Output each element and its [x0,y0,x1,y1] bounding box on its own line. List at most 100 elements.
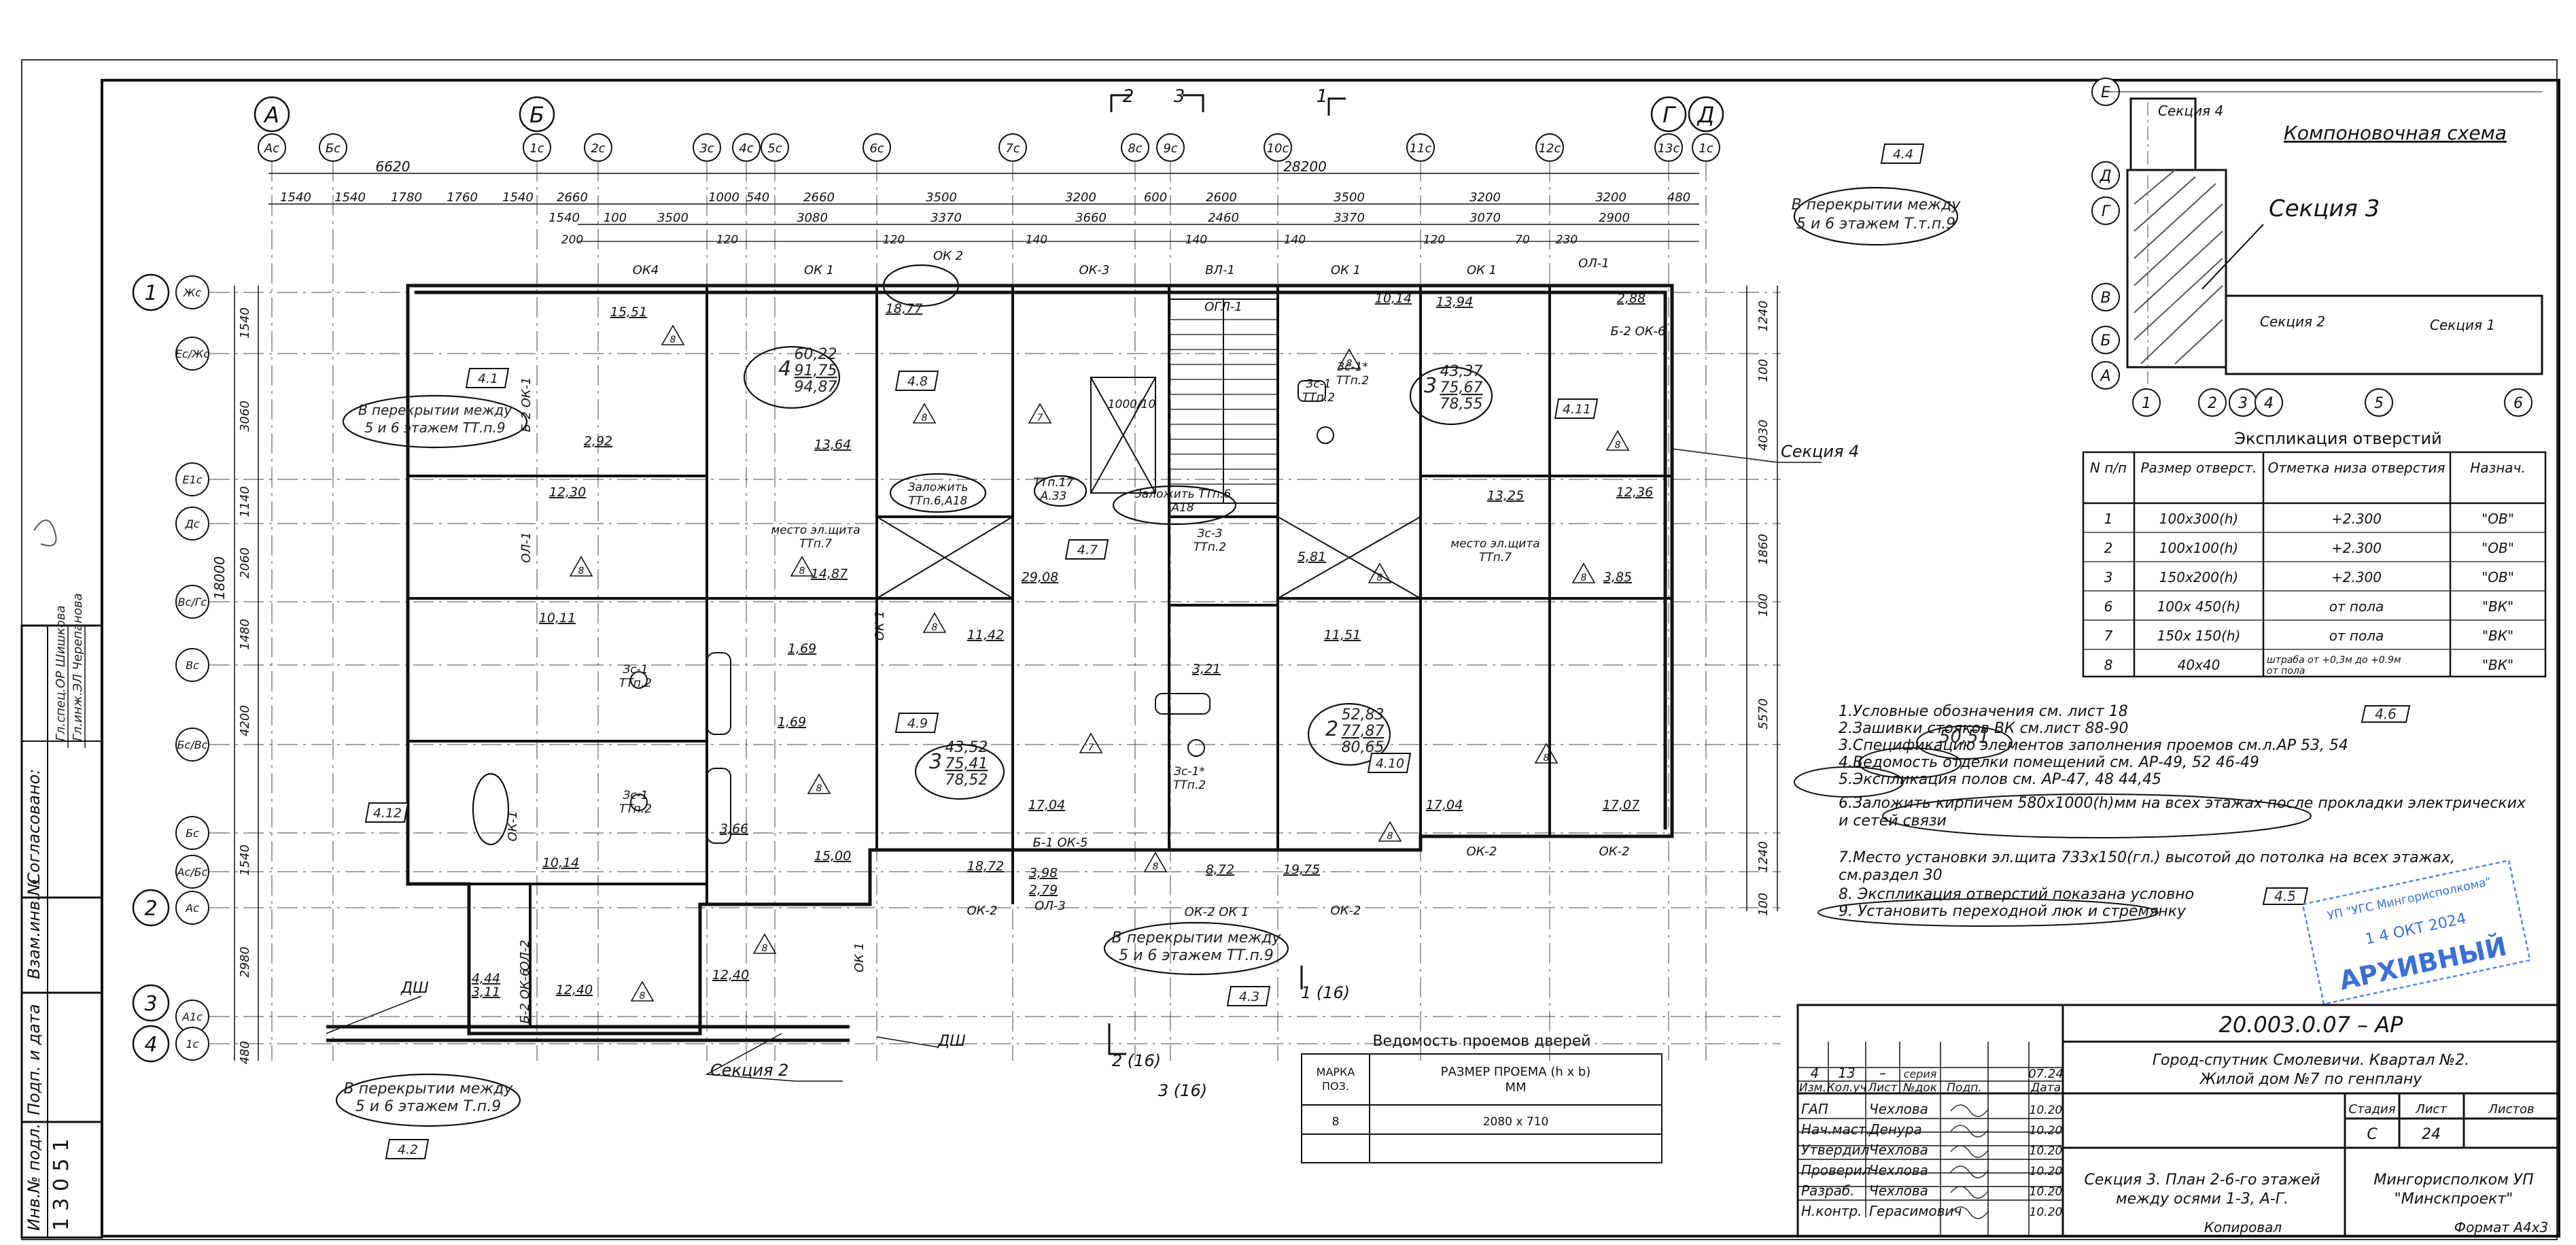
room-area: 13,25 [1487,488,1524,503]
floor-mark [807,773,831,794]
signer-2: Гл.инж.ЭЛ Черепанова [71,593,85,741]
svg-text:8: 8 [670,335,676,345]
svg-text:8: 8 [640,991,646,1002]
tb-signer-name: Чехлова [1869,1182,1928,1199]
window-label: Б-2 ОК-6 [1611,324,1666,339]
callout-tag [465,368,510,388]
callout-tag [894,713,939,733]
kp-axis [2255,388,2283,417]
svg-text:Стадия: Стадия [2348,1102,2395,1116]
tb-col-header: Кол.уч [1827,1081,1867,1095]
tb-signer-role: Утвердил [1801,1142,1869,1158]
apartment-number: 3 [929,750,942,774]
signer-1: Гл.спец.ОР Шишкова [54,605,68,741]
svg-text:Секция 1: Секция 1 [2430,317,2495,333]
svg-text:ТТп.2: ТТп.2 [1194,541,1226,554]
note-line: 4.Ведомость отделки помещений см. АР-49,… [1839,754,2259,771]
inv-number: 13051 [50,1132,73,1231]
dim-value: 2900 [1599,211,1630,225]
window-label: ОК-3 [1079,263,1110,277]
svg-text:Жилой дом №7 по генплану: Жилой дом №7 по генплану [2199,1071,2423,1088]
tb-signer-role: Разраб. [1801,1182,1855,1199]
opening-row: 1 [2104,511,2113,527]
window-label: ОК4 [633,263,659,277]
sign-date-label: Подп. и дата [24,1004,43,1116]
svg-text:43,37: 43,37 [1440,363,1483,380]
note-line: 1.Условные обозначения см. лист 18 [1839,703,2128,720]
axis-label: 2с [591,141,605,156]
general-notes: 1.Условные обозначения см. лист 182.Заши… [1839,703,2526,920]
floor-mark [569,556,593,577]
callout-tag [1880,143,1925,164]
svg-text:5 и 6 этажем Т.п.9: 5 и 6 этажем Т.п.9 [355,1098,501,1115]
svg-text:60,22: 60,22 [795,346,837,363]
svg-text:94,87: 94,87 [795,379,837,396]
plan-label: место эл.щита [1450,537,1539,551]
axis-label: 3с [699,141,714,156]
grid-lines-vertical [271,161,1707,1061]
apartment-number: 2 [1325,717,1338,741]
callout-tag [894,371,939,391]
dim-value: 3070 [1469,211,1501,225]
plan-label: место эл.щита [771,524,860,537]
svg-text:8: 8 [1387,831,1393,842]
window-label: ОК-2 ОК 1 [1185,905,1249,919]
callout-tag [1064,539,1109,560]
window-label: ОК-2 [967,904,998,918]
axis-label: 7с [1005,141,1020,156]
dim-value: 2460 [1208,211,1239,225]
axis-bubble [175,1027,209,1061]
svg-text:40x40: 40x40 [2178,657,2221,673]
svg-text:2 (16): 2 (16) [1112,1051,1161,1070]
plan-label: 1000/10 [1108,398,1156,411]
axis-label: 9с [1163,141,1177,156]
dim-value: 1240 [1756,301,1771,332]
window-label: ОК-1 [506,811,520,842]
svg-text:2080 x 710: 2080 x 710 [1483,1115,1549,1129]
kp-axis [2091,197,2120,225]
floor-mark [1571,562,1596,583]
room-area: 1,69 [788,641,816,656]
dim-value: 540 [746,190,769,205]
scribble [33,519,57,547]
svg-text:7: 7 [1037,413,1043,424]
window-label: ОК 2 [933,249,963,263]
svg-text:8: 8 [1581,573,1587,583]
svg-text:8: 8 [578,566,585,577]
svg-text:4.9: 4.9 [907,716,928,731]
svg-text:4.11: 4.11 [1563,402,1591,417]
room-area: 8,72 [1206,862,1234,877]
kp-axis [2198,388,2227,417]
tb-col-header: Лист [1867,1081,1898,1095]
svg-text:ПОЗ.: ПОЗ. [1322,1080,1349,1093]
svg-text:"ОВ": "ОВ" [2482,540,2514,556]
axis-label: 5с [767,141,782,156]
svg-text:+2.300: +2.300 [2331,540,2382,556]
dim-value: 480 [1667,190,1690,205]
kp-axis [2365,388,2393,417]
room-area: 10,11 [539,611,576,626]
svg-text:ДШ: ДШ [400,980,429,997]
plan-label: Зс-1 [623,663,648,677]
note-line: 2.Зашивки стояков ВК см.лист 88-90 [1839,720,2128,737]
dim-value: 100 [1756,893,1771,916]
room-area: 18,72 [967,859,1004,874]
floor-mark [630,980,655,1002]
svg-text:4.5: 4.5 [2274,888,2296,904]
room-area: 3,21 [1192,662,1221,677]
svg-text:Секция 4: Секция 4 [2158,103,2223,119]
floor-mark [1378,821,1402,842]
svg-text:7: 7 [1088,743,1094,753]
axis-label: Бс/Вс [177,738,208,751]
svg-text:8: 8 [1377,573,1383,583]
plan-label: Заложить [908,481,969,494]
dim-value: 4200 [238,705,252,736]
svg-text:РАЗМЕР ПРОЕМА (h x b): РАЗМЕР ПРОЕМА (h x b) [1441,1065,1591,1079]
window-label: ОК-2 [1467,845,1497,859]
callout-notes: В перекрытии между 5 и 6 этажем Т.т.п.9 … [344,197,1962,1115]
opening-row: 2 [2104,540,2113,556]
svg-text:78,52: 78,52 [945,772,988,789]
window-label: ОК 1 [852,942,867,972]
